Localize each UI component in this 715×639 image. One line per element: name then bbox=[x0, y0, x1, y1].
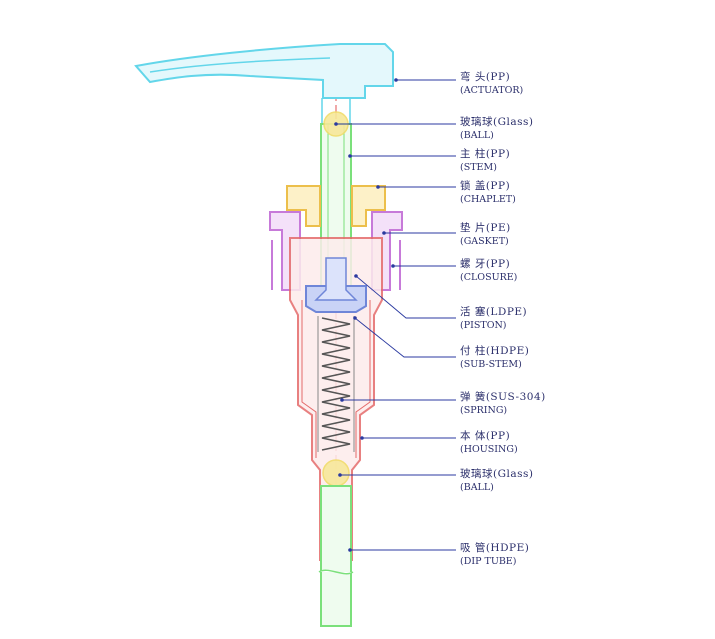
housing-inner bbox=[301, 300, 371, 458]
label-chaplet: 锁 盖(PP)(CHAPLET) bbox=[460, 180, 516, 205]
label-sub-stem: 付 柱(HDPE)(SUB-STEM) bbox=[460, 345, 530, 370]
label-piston: 活 塞(LDPE)(PISTON) bbox=[460, 306, 528, 331]
label-closure: 螺 牙(PP)(CLOSURE) bbox=[460, 258, 518, 283]
ball-bottom bbox=[322, 459, 350, 487]
leader-dot-5 bbox=[382, 231, 386, 235]
sub-stem-part bbox=[314, 257, 358, 301]
label-spring: 弹 簧(SUS-304)(SPRING) bbox=[460, 391, 546, 416]
label-actuator: 弯 头(PP)(ACTUATOR) bbox=[460, 71, 524, 96]
label-gasket: 垫 片(PE)(GASKET) bbox=[460, 222, 511, 247]
actuator-part bbox=[134, 43, 394, 99]
actuator-channel bbox=[149, 57, 331, 73]
leader-dot-11 bbox=[338, 473, 342, 477]
leader-dot-4 bbox=[376, 185, 380, 189]
label-stem: 主 柱(PP)(STEM) bbox=[460, 148, 511, 173]
leader-dot-3 bbox=[348, 154, 352, 158]
leader-line-7 bbox=[355, 275, 456, 319]
dip-tube-part bbox=[320, 485, 352, 627]
leader-dot-10 bbox=[360, 436, 364, 440]
leader-line-8 bbox=[354, 317, 456, 358]
leader-lines bbox=[334, 78, 456, 552]
closure-ribs bbox=[271, 240, 401, 290]
leader-dot-7 bbox=[354, 274, 358, 278]
label-ball-bottom: 玻璃球(Glass)(BALL) bbox=[460, 468, 534, 493]
leader-dot-8 bbox=[353, 316, 357, 320]
label-housing: 本 体(PP)(HOUSING) bbox=[460, 430, 518, 455]
spring-part bbox=[321, 317, 351, 451]
leader-dot-9 bbox=[340, 398, 344, 402]
leader-dot-6 bbox=[391, 264, 395, 268]
leader-dot-1 bbox=[394, 78, 398, 82]
label-ball-top: 玻璃球(Glass)(BALL) bbox=[460, 116, 534, 141]
dip-tube-break bbox=[318, 569, 354, 575]
leader-dot-2 bbox=[334, 122, 338, 126]
chaplet-part bbox=[286, 185, 386, 227]
label-dip-tube: 吸 管(HDPE)(DIP TUBE) bbox=[460, 542, 530, 567]
leader-dot-12 bbox=[348, 548, 352, 552]
